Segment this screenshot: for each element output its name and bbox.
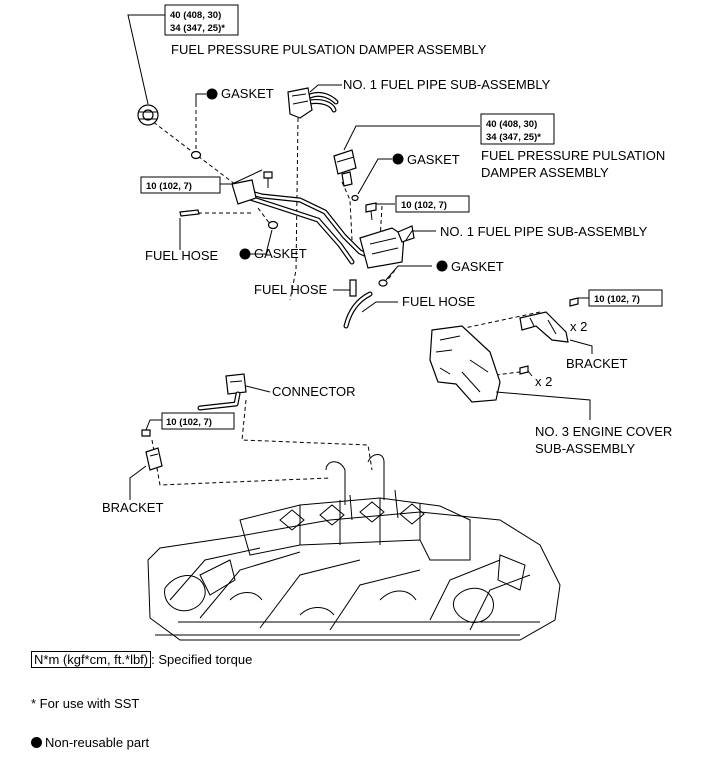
torque-spec-bracket-right: 10 (102, 7) xyxy=(588,289,663,307)
gasket-top-left xyxy=(190,150,202,160)
label-gasket: GASKET xyxy=(254,246,307,261)
legend-nonreusable: Non-reusable part xyxy=(31,735,149,751)
legend-sst-note: * For use with SST xyxy=(31,696,139,712)
fuel-pressure-pulsation-damper-left xyxy=(137,104,159,126)
label-engine-cover-line1: NO. 3 ENGINE COVER xyxy=(535,424,672,439)
label-fuel-hose: FUEL HOSE xyxy=(402,294,476,309)
torque-spec-pipe-left: 10 (102, 7) xyxy=(140,176,221,194)
torque-unit-box: N*m (kgf*cm, ft.*lbf) xyxy=(31,651,152,668)
leader-lines xyxy=(127,14,593,500)
label-fuel-pipe-upper: NO. 1 FUEL PIPE SUB-ASSEMBLY xyxy=(343,77,551,92)
label-fuel-pipe-lower: NO. 1 FUEL PIPE SUB-ASSEMBLY xyxy=(440,224,648,239)
fuel-hose-left xyxy=(179,209,200,217)
fuel-hose-lower xyxy=(343,291,373,329)
torque-spec-pipe-right: 10 (102, 7) xyxy=(395,195,470,213)
engine-assembly-illustration xyxy=(147,454,561,641)
no3-engine-cover-sub-assembly xyxy=(429,325,529,403)
nonreusable-marker xyxy=(436,260,448,272)
torque-line-1: 40 (408, 30) xyxy=(170,10,221,21)
torque-line-2: 34 (347, 25)* xyxy=(170,23,225,34)
torque-spec-damper-upper: 40 (408, 30) 34 (347, 25)* xyxy=(164,4,239,36)
label-gasket: GASKET xyxy=(451,259,504,274)
label-gasket: GASKET xyxy=(221,86,274,101)
label-quantity: x 2 xyxy=(570,319,587,334)
nonreusable-marker xyxy=(239,248,251,260)
label-quantity: x 2 xyxy=(535,374,552,389)
label-gasket: GASKET xyxy=(407,152,460,167)
label-bracket: BRACKET xyxy=(102,500,163,515)
gasket-center-left xyxy=(267,220,279,230)
nonreusable-text: Non-reusable part xyxy=(45,735,150,750)
label-fuel-hose: FUEL HOSE xyxy=(145,248,219,263)
bolt-left xyxy=(263,171,273,188)
torque-description: : Specified torque xyxy=(151,652,253,667)
label-bracket: BRACKET xyxy=(566,356,627,371)
torque-line-2: 34 (347, 25)* xyxy=(486,132,541,143)
label-damper-upper: FUEL PRESSURE PULSATION DAMPER ASSEMBLY xyxy=(171,42,487,57)
torque-value: 10 (102, 7) xyxy=(594,294,640,305)
legend-torque: N*m (kgf*cm, ft.*lbf): Specified torque xyxy=(31,651,253,668)
label-connector: CONNECTOR xyxy=(272,384,356,399)
label-damper-right-line1: FUEL PRESSURE PULSATION xyxy=(481,148,665,163)
label-damper-right-line2: DAMPER ASSEMBLY xyxy=(481,165,609,180)
bolt-right xyxy=(365,202,377,221)
torque-spec-damper-right: 40 (408, 30) 34 (347, 25)* xyxy=(480,113,555,145)
torque-value: 10 (102, 7) xyxy=(146,181,192,192)
sst-note-text: * For use with SST xyxy=(31,696,140,711)
gasket-center-right xyxy=(351,194,359,202)
nonreusable-marker xyxy=(206,88,218,100)
torque-value: 10 (102, 7) xyxy=(166,417,212,428)
torque-line-1: 40 (408, 30) xyxy=(486,119,537,130)
nonreusable-dot-icon xyxy=(31,737,42,748)
fuel-pipe-upper-connector xyxy=(287,87,339,119)
bracket-left xyxy=(141,429,163,471)
label-fuel-hose: FUEL HOSE xyxy=(254,282,328,297)
torque-value: 10 (102, 7) xyxy=(401,200,447,211)
gasket-lower-right xyxy=(378,279,388,287)
torque-spec-bracket-left: 10 (102, 7) xyxy=(161,412,235,430)
fuel-pressure-pulsation-damper-right xyxy=(333,149,357,187)
no1-fuel-pipe-sub-assembly xyxy=(231,179,415,269)
connector xyxy=(197,373,247,411)
bracket-right xyxy=(519,297,579,343)
fuel-hose-center xyxy=(349,279,357,297)
label-engine-cover-line2: SUB-ASSEMBLY xyxy=(535,441,636,456)
nonreusable-marker xyxy=(392,153,404,165)
